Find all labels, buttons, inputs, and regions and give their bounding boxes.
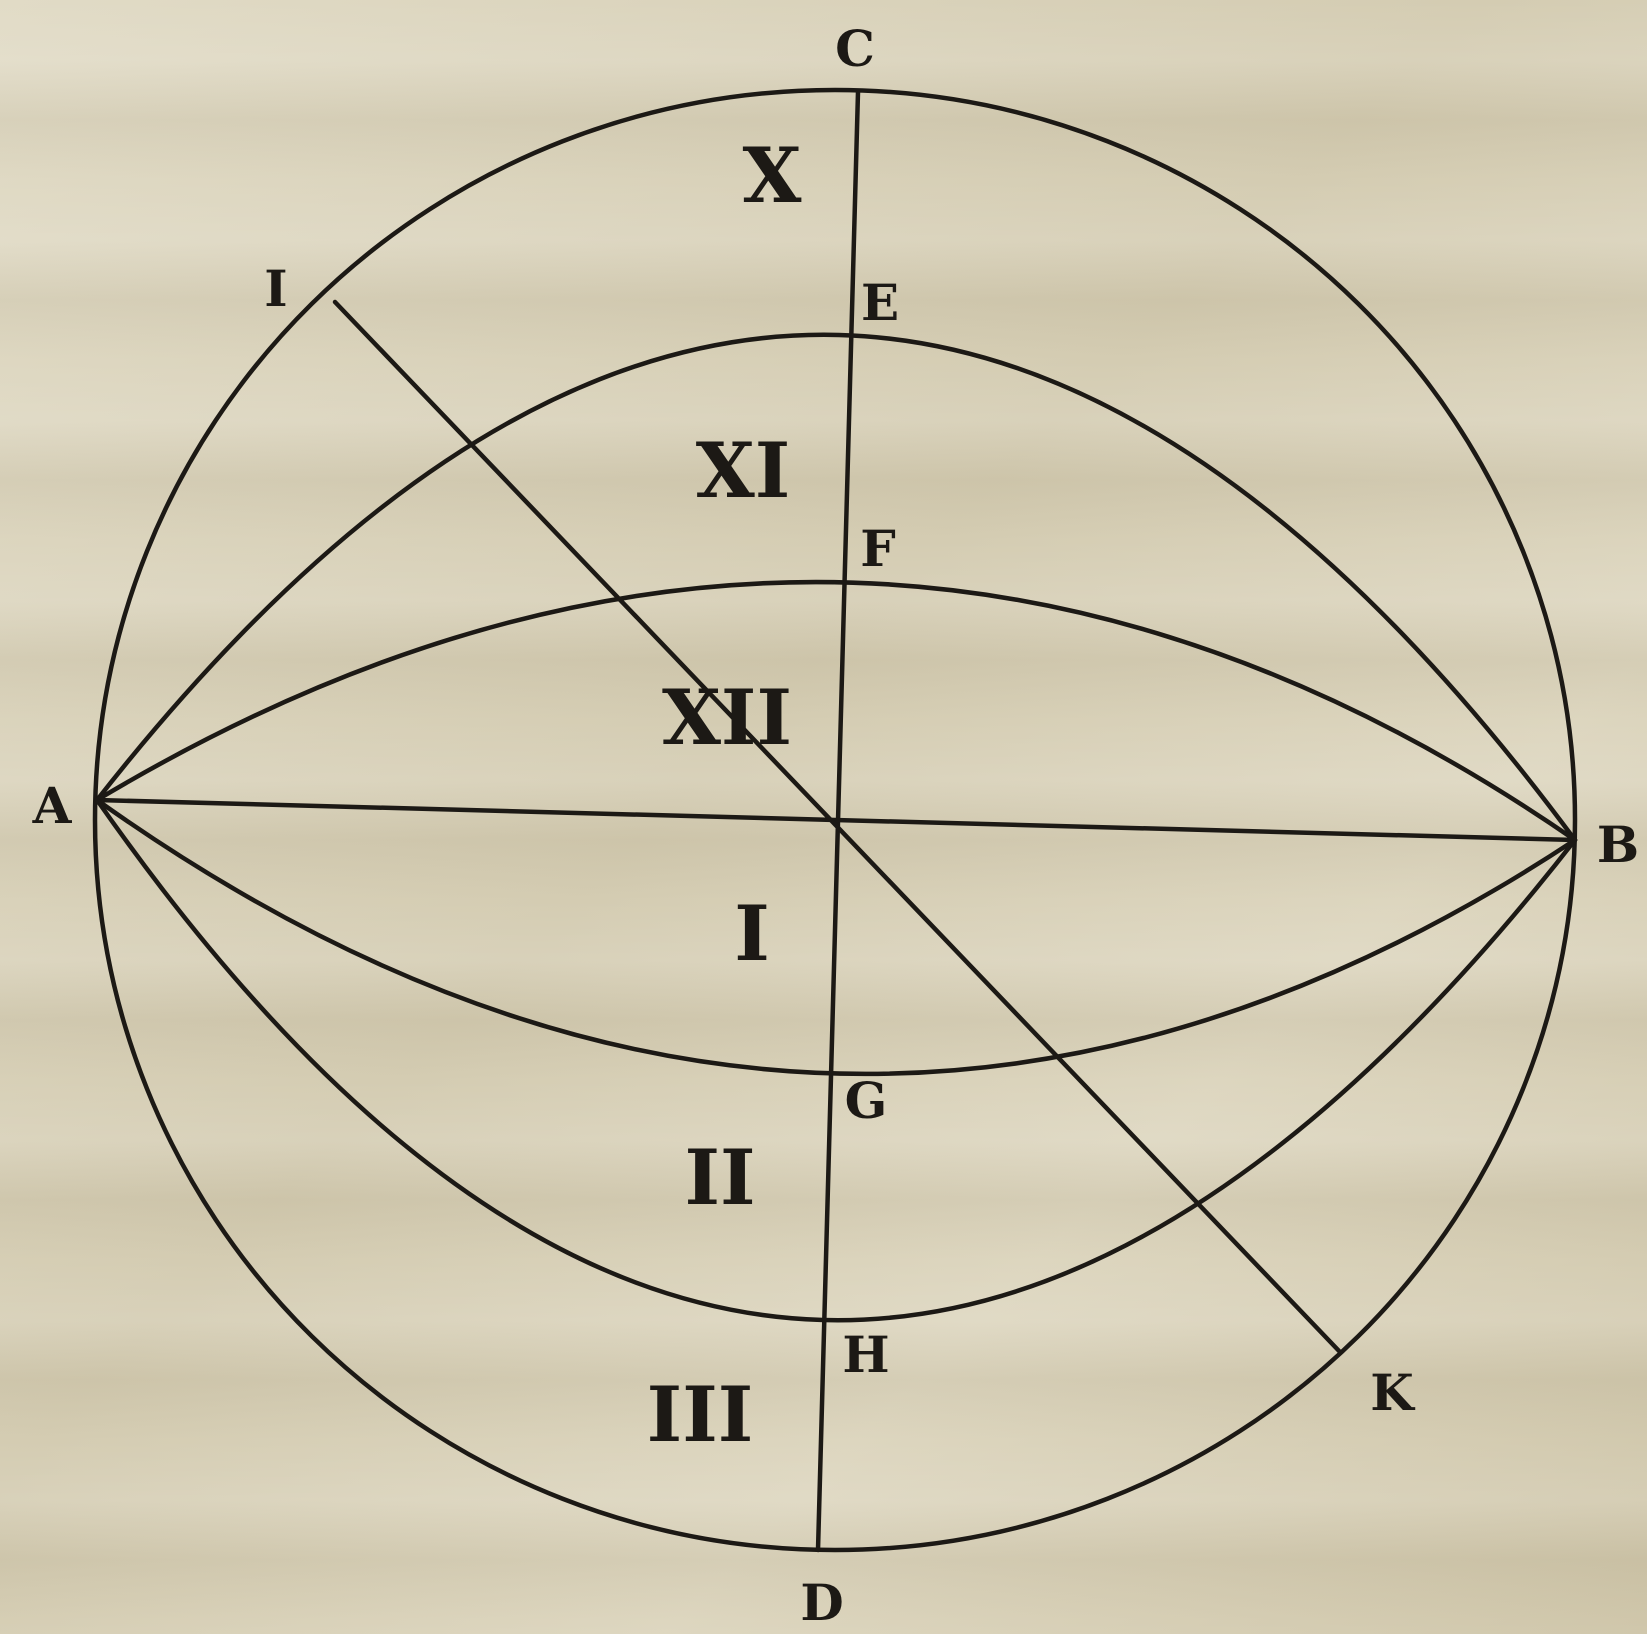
- horizon-line-ab: [94, 797, 1578, 843]
- label-f: F: [860, 519, 896, 578]
- arc-through-e: [94, 332, 1578, 843]
- house-numeral-xi: XI: [696, 426, 791, 515]
- house-numeral-xii: XII: [662, 673, 792, 762]
- arc-through-f: [94, 579, 1578, 843]
- label-h: H: [842, 1325, 889, 1384]
- house-numeral-i: I: [734, 889, 770, 978]
- arc-through-h: [94, 797, 1578, 1323]
- diagonal-line-ik: [332, 299, 1343, 1355]
- house-numeral-ii: II: [684, 1133, 755, 1222]
- label-i: I: [264, 259, 287, 318]
- house-numeral-iii: III: [647, 1370, 754, 1459]
- label-g: G: [845, 1071, 888, 1130]
- label-e: E: [861, 273, 899, 332]
- label-d: D: [800, 1573, 843, 1632]
- label-b: B: [1597, 815, 1639, 874]
- label-a: A: [32, 776, 73, 835]
- house-numeral-x: X: [743, 131, 802, 220]
- outer-circle: [92, 87, 1578, 1553]
- label-k: K: [1370, 1363, 1415, 1422]
- label-c: C: [835, 19, 875, 78]
- arc-through-g: [94, 797, 1578, 1077]
